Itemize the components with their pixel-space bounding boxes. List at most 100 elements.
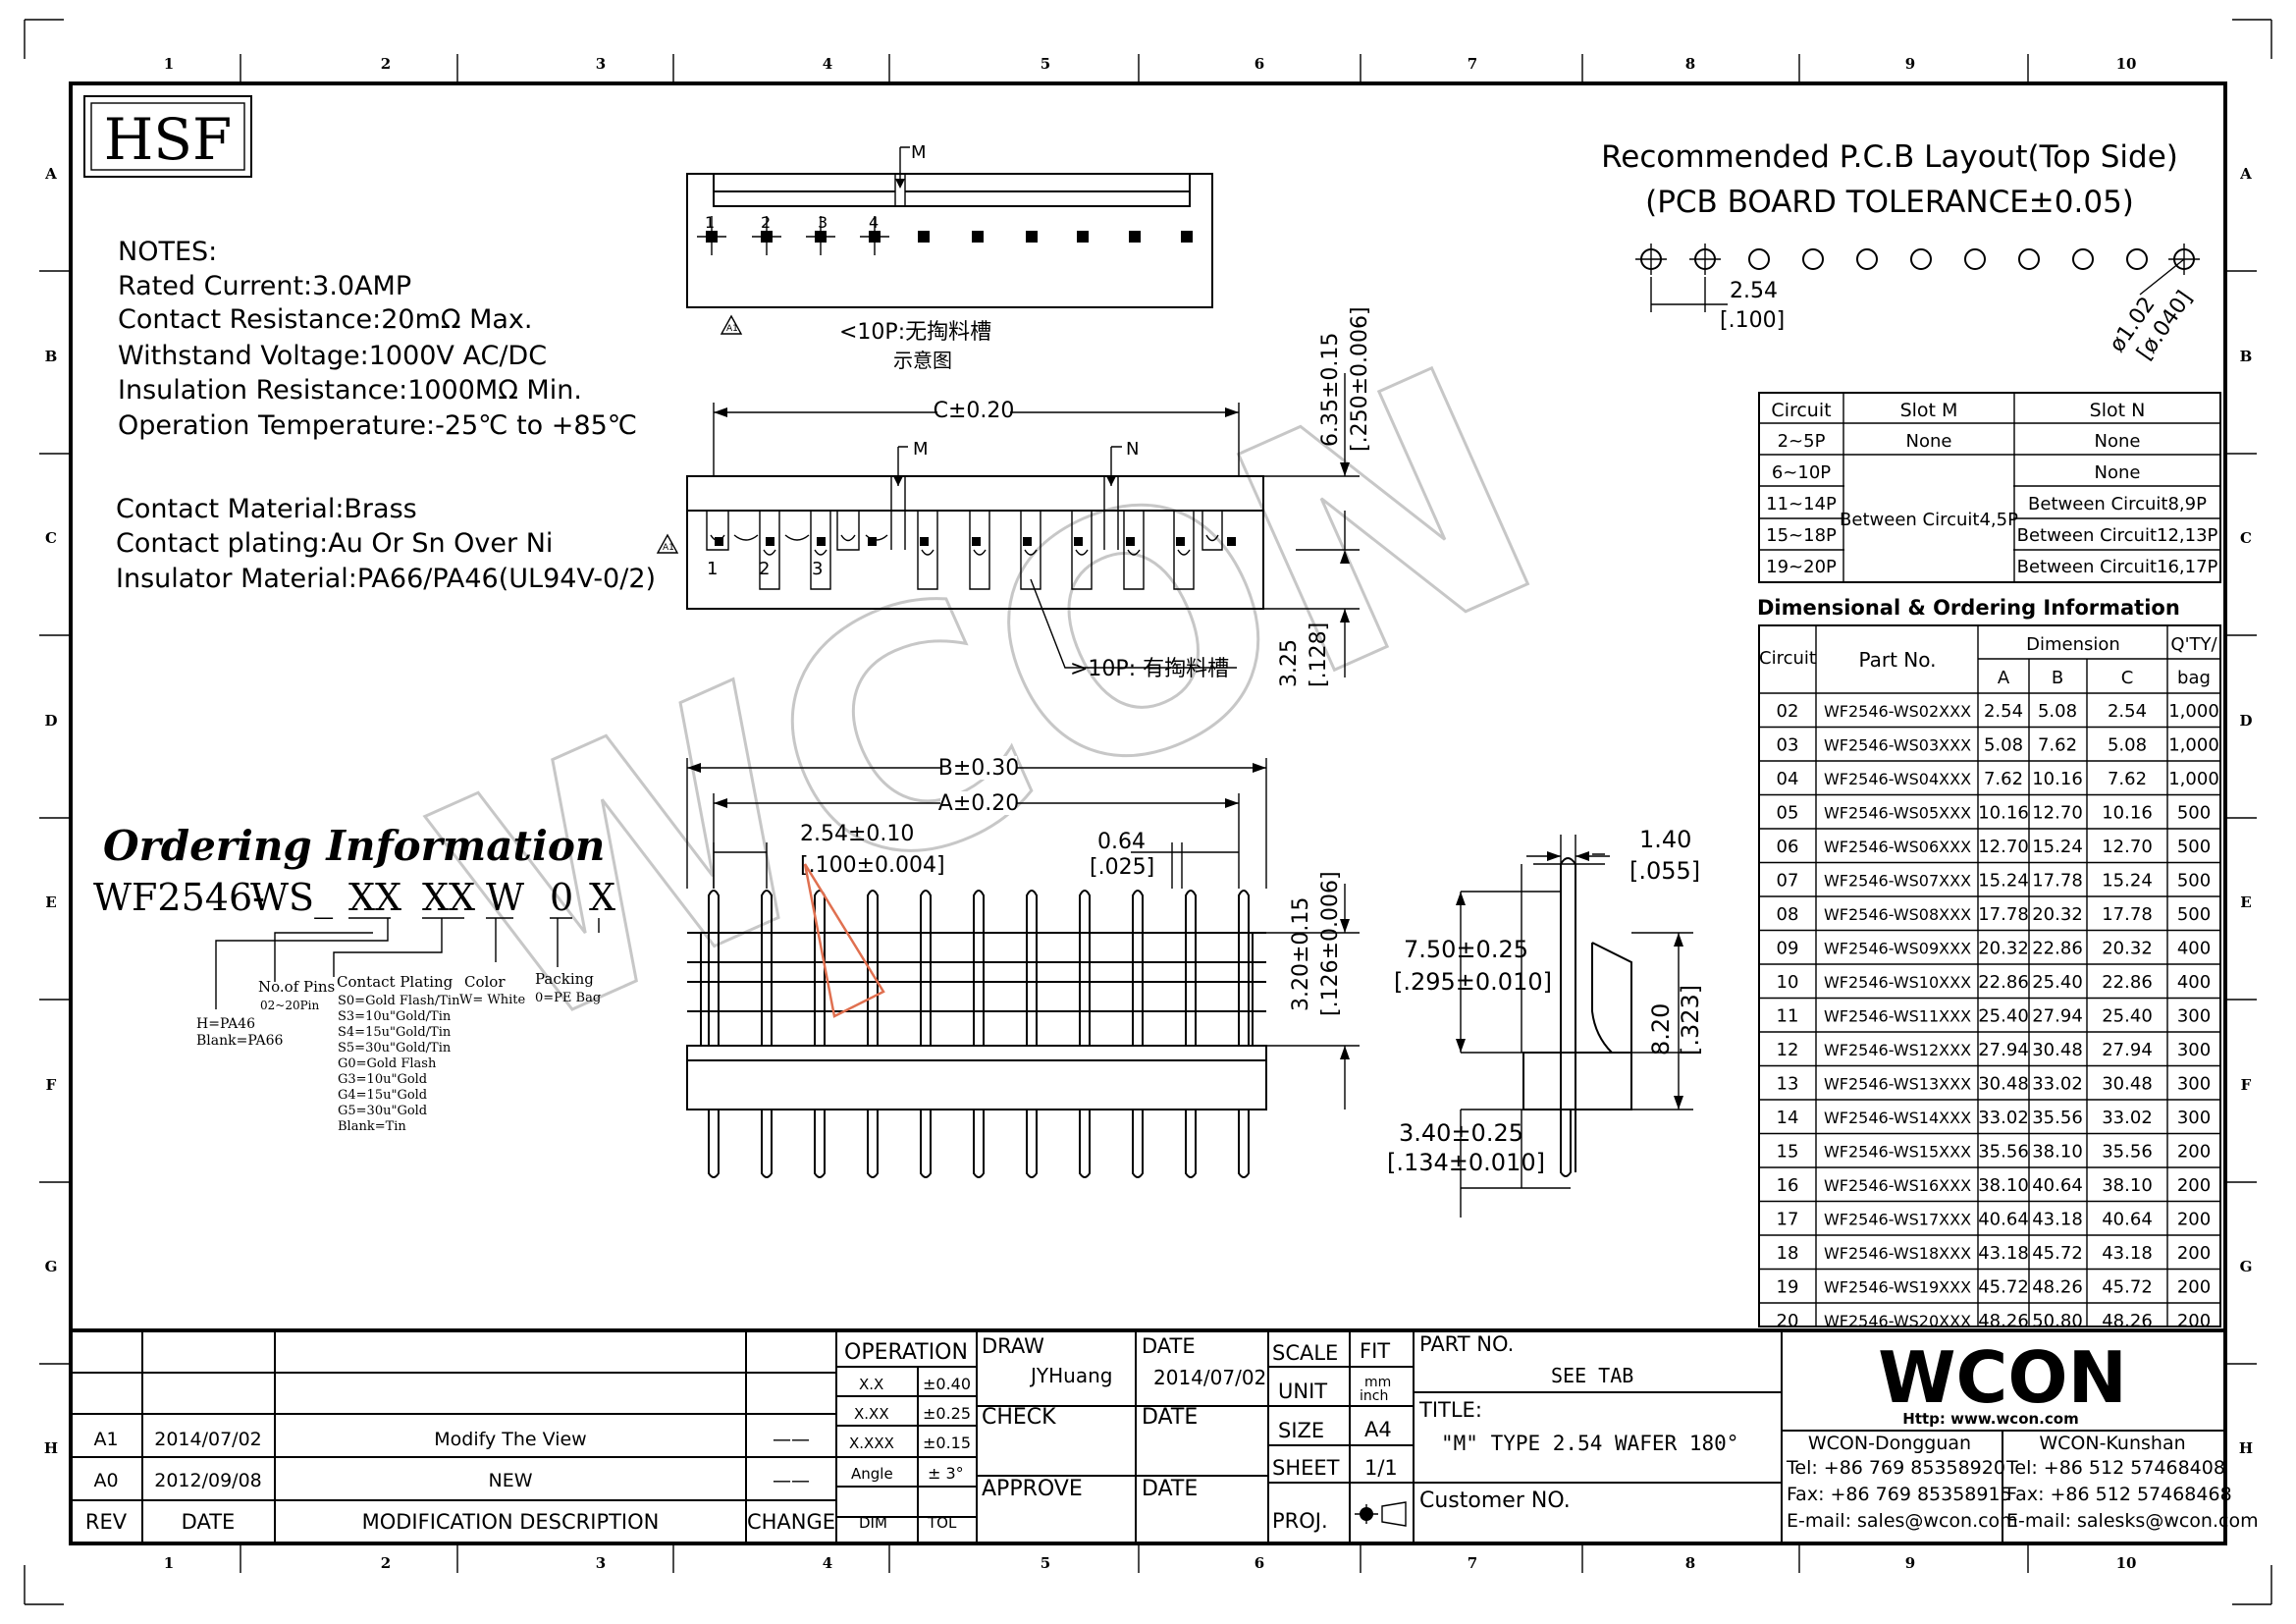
terminal-view: B±0.30 A±0.20 2.54±0.10 [.100±0.004] 0.6… <box>686 756 1360 1178</box>
dim-b: B±0.30 <box>938 756 1020 781</box>
table-cell: 5.08 <box>1984 735 2023 756</box>
table-cell: 48.26 <box>2102 1311 2153 1331</box>
table-cell: 22.86 <box>2032 939 2083 959</box>
col-label: 1 <box>164 1554 174 1572</box>
col-label: 4 <box>823 1554 832 1572</box>
tol-key: X.XXX <box>849 1435 894 1452</box>
pin-square <box>972 231 984 243</box>
col-label: 8 <box>1685 1554 1695 1572</box>
dim-h3-in: [.126±0.006] <box>1318 871 1343 1016</box>
ordering-code-packing: 0 <box>550 876 573 919</box>
slot-cell: None <box>2095 431 2141 452</box>
table-cell: 300 <box>2177 1108 2211 1128</box>
table-cell: 05 <box>1777 803 1799 824</box>
table-cell: 40.64 <box>2102 1210 2153 1230</box>
material-line: Contact plating:Au Or Sn Over Ni <box>116 528 553 559</box>
slot-cell: Between Circuit4,5P <box>1840 510 2018 530</box>
row-label: F <box>46 1076 57 1094</box>
gt10-note: >10P: 有掏料槽 <box>1070 657 1229 681</box>
check-date-label: DATE <box>1142 1405 1198 1430</box>
front-view-contacts <box>706 511 1223 590</box>
terminal-pins <box>708 890 1250 1178</box>
slot-cell: Between Circuit12,13P <box>2017 525 2218 546</box>
dim-side-h2-in: [.323] <box>1677 985 1704 1056</box>
table-cell: 22.86 <box>2102 972 2153 993</box>
dim-h2-in: [.128] <box>1307 623 1331 687</box>
col-label: 8 <box>1685 55 1695 73</box>
table-cell: 17.78 <box>2032 871 2083 892</box>
table-cell: 15.24 <box>1978 871 2029 892</box>
note-line: Contact Resistance:20mΩ Max. <box>118 304 533 335</box>
pcb-holes <box>1635 244 2200 275</box>
table-cell: 400 <box>2177 972 2211 993</box>
row-label: H <box>44 1439 58 1457</box>
rev-date-cell: 2014/07/02 <box>154 1429 262 1450</box>
part-number-cell: WF2546-WS15XXX <box>1824 1143 1971 1162</box>
projection-symbol-icon <box>1355 1501 1407 1527</box>
tol-value: ± 3° <box>928 1464 964 1483</box>
dim-table-title: Dimensional & Ordering Information <box>1757 596 2180 620</box>
plating-label: Contact Plating <box>337 973 454 991</box>
part-number-cell: WF2546-WS20XXX <box>1824 1312 1971 1330</box>
part-number-cell: WF2546-WS08XXX <box>1824 905 1971 924</box>
change-header: CHANGE <box>747 1510 835 1534</box>
unit-value-inch: inch <box>1360 1388 1388 1404</box>
plating-option: G3=10u"Gold <box>338 1072 427 1087</box>
table-cell: 06 <box>1777 837 1799 857</box>
title-value: "M" TYPE 2.54 WAFER 180° <box>1441 1432 1738 1455</box>
table-cell: 1,000 <box>2168 701 2219 722</box>
dim-pitch: 2.54±0.10 <box>800 822 914 846</box>
note-line: Operation Temperature:-25℃ to +85℃ <box>118 410 637 441</box>
pin-number: 3 <box>818 213 828 232</box>
slot-cell: 11~14P <box>1766 494 1837 514</box>
col-label: 5 <box>1041 55 1050 73</box>
tol-key: X.X <box>859 1376 883 1393</box>
part-number-cell: WF2546-WS04XXX <box>1824 770 1971 788</box>
table-cell: 35.56 <box>1978 1142 2029 1163</box>
slot-cell: Between Circuit8,9P <box>2028 494 2207 514</box>
drawer: JYHuang <box>1029 1364 1112 1387</box>
table-cell: 10.16 <box>1978 803 2029 824</box>
part-number-cell: WF2546-WS14XXX <box>1824 1109 1971 1127</box>
table-cell: 200 <box>2177 1311 2211 1331</box>
pin-number: 1 <box>705 213 715 232</box>
dim-c: C±0.20 <box>934 399 1015 423</box>
slot-table-header: Slot M <box>1900 400 1958 421</box>
plating-option: S5=30u"Gold/Tin <box>338 1041 452 1056</box>
pcb-pitch-in: [.100] <box>1720 308 1785 333</box>
slot-cell: 2~5P <box>1778 431 1826 452</box>
row-label: H <box>2239 1439 2253 1457</box>
table-cell: 200 <box>2177 1243 2211 1264</box>
table-cell: 200 <box>2177 1210 2211 1230</box>
rev-desc-cell: Modify The View <box>434 1429 586 1450</box>
slot-table-header: Circuit <box>1771 400 1831 421</box>
rev-header: REV <box>85 1510 128 1534</box>
table-cell: 38.10 <box>2032 1142 2083 1163</box>
dim-header: Circuit <box>1759 648 1816 669</box>
part-number-cell: WF2546-WS03XXX <box>1824 736 1971 755</box>
pin-square <box>1181 231 1193 243</box>
plating-option: S0=Gold Flash/Tin <box>338 994 460 1008</box>
dim-side-w-in: [.055] <box>1629 857 1700 885</box>
rev-marker: A1 <box>663 543 674 553</box>
title-block: A1 2014/07/02 Modify The View —— A0 2012… <box>69 1328 2259 1545</box>
row-label: D <box>2239 712 2252 730</box>
table-cell: 200 <box>2177 1142 2211 1163</box>
pcb-layout: Recommended P.C.B Layout(Top Side) (PCB … <box>1601 139 2200 364</box>
table-cell: 27.94 <box>1978 1040 2029 1060</box>
website: Http: www.wcon.com <box>1902 1410 2078 1428</box>
dim-pin-in: [.025] <box>1090 855 1154 880</box>
pin-square <box>918 231 930 243</box>
rev-change-cell: —— <box>773 1470 810 1491</box>
sheet-label: SHEET <box>1272 1456 1340 1480</box>
table-cell: 03 <box>1777 735 1799 756</box>
hsf-logo: HSF <box>83 95 252 178</box>
table-cell: 300 <box>2177 1074 2211 1095</box>
dim-side-h3-in: [.134±0.010] <box>1387 1149 1545 1176</box>
tol-value: ±0.40 <box>923 1375 971 1393</box>
dim-h1: 6.35±0.15 <box>1318 333 1343 447</box>
table-cell: 10 <box>1777 972 1799 993</box>
slot-table: Circuit Slot M Slot N 2~5P None None 6~1… <box>1758 392 2221 583</box>
col-label: 3 <box>596 55 606 73</box>
part-no: SEE TAB <box>1551 1364 1633 1387</box>
